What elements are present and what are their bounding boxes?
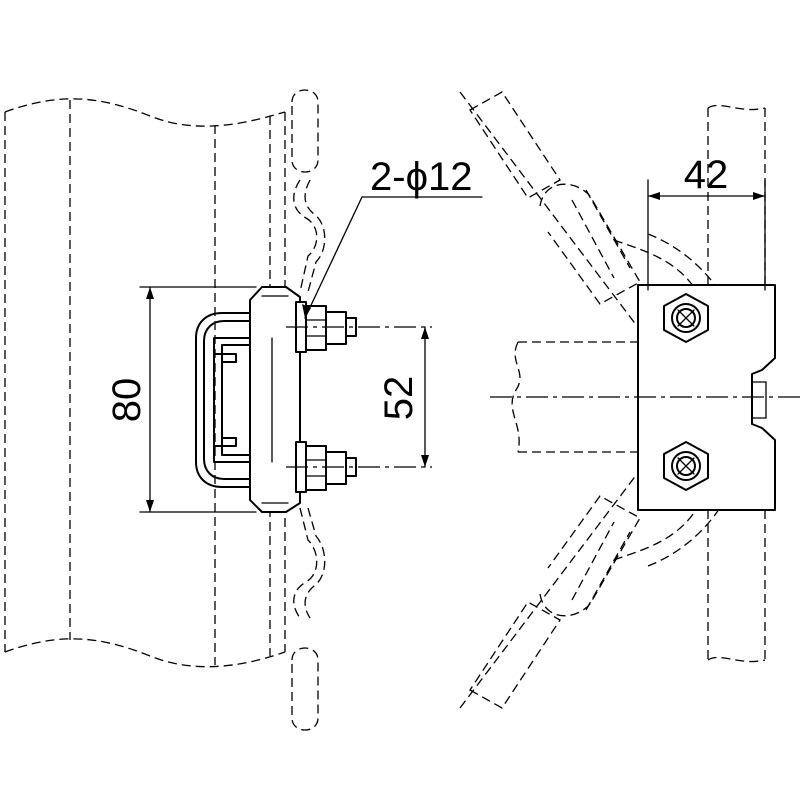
width-dimension: 42 (647, 153, 766, 291)
height-dimension: 80 (105, 286, 257, 513)
height-dim-label: 80 (105, 378, 149, 423)
pole-phantom (4, 98, 286, 668)
bolt-pitch-dimension: 52 (377, 326, 429, 468)
width-dim-label: 42 (684, 153, 729, 197)
bracket-body (249, 286, 301, 513)
side-view: 80 52 2-ϕ12 (4, 89, 483, 731)
nut-lower (663, 441, 709, 491)
nut-upper (663, 293, 709, 343)
u-clamp (195, 312, 251, 488)
front-view: 42 (459, 91, 800, 709)
band-phantom (291, 89, 326, 731)
hole-callout: 2-ϕ12 (302, 155, 483, 319)
hole-note-label: 2-ϕ12 (370, 155, 472, 199)
c-channel (213, 337, 273, 463)
bolt-pitch-dim-label: 52 (377, 376, 421, 421)
arm-phantom (511, 341, 638, 453)
